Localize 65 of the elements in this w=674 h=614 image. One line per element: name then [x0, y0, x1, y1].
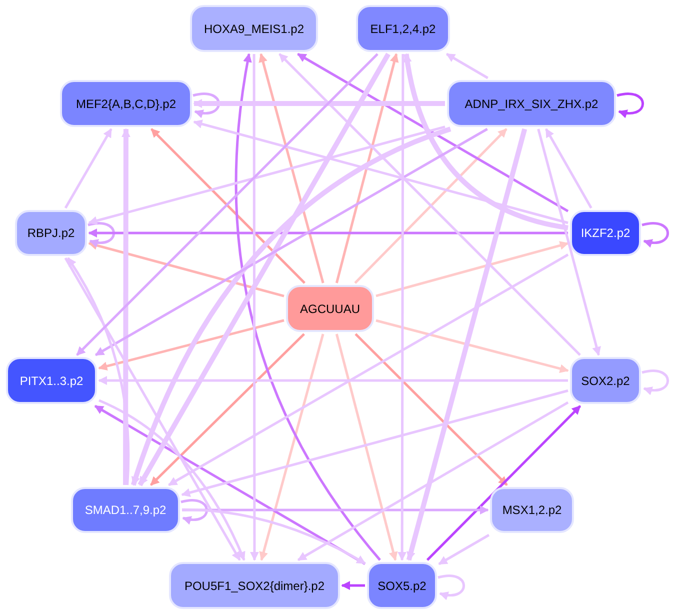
arrow: [398, 54, 407, 561]
node-box: SOX2.p2: [570, 357, 641, 404]
node-box: RBPJ.p2: [15, 210, 87, 256]
arrow: [341, 581, 365, 590]
arrow: [250, 54, 259, 561]
node-box: POU5F1_SOX2{dimer}.p2: [169, 562, 340, 609]
arrow: [94, 128, 488, 356]
arrow: [150, 333, 305, 486]
arrow: [642, 222, 669, 248]
arrow: [259, 334, 324, 561]
node-box: AGCUUAU: [286, 285, 374, 332]
arrow: [182, 508, 366, 564]
arrow: [98, 319, 284, 371]
arrow: [406, 128, 528, 561]
arrow: [168, 254, 569, 486]
arrow: [88, 126, 446, 225]
node-box: HOXA9_MEIS1.p2: [190, 5, 318, 52]
arrow: [192, 92, 220, 118]
arrow: [616, 92, 644, 118]
arrow: [354, 128, 508, 284]
arrow: [98, 376, 568, 385]
arrow: [234, 53, 381, 561]
arrow: [121, 128, 130, 485]
node-box: ELF1,2,4.p2: [356, 5, 450, 52]
node-box: MSX1,2.p2: [490, 487, 574, 533]
arrow: [354, 333, 508, 486]
arrow: [403, 53, 568, 230]
arrow: [98, 399, 246, 561]
arrow: [66, 257, 130, 486]
arrow: [438, 574, 465, 600]
node-box: IKZF2.p2: [570, 210, 641, 256]
arrow: [376, 241, 569, 298]
arrow: [426, 405, 582, 561]
arrow: [258, 53, 324, 284]
node-box: ADNP_IRX_SIX_ZHX.p2: [447, 80, 616, 127]
node-box: SOX5.p2: [367, 562, 437, 609]
arrow: [642, 370, 669, 395]
arrow: [180, 499, 208, 524]
node-box: PITX1..3.p2: [6, 357, 97, 404]
arrow: [88, 228, 568, 238]
arrow: [297, 52, 569, 212]
arrow: [182, 506, 489, 514]
node-box: MEF2{A,B,C,D}.p2: [60, 80, 192, 127]
arrow: [446, 52, 488, 80]
arrow: [376, 319, 569, 373]
arrow: [193, 120, 568, 224]
arrow: [64, 128, 112, 209]
arrow: [278, 53, 581, 356]
arrow: [150, 128, 306, 284]
arrow: [438, 534, 490, 566]
arrow: [88, 222, 115, 248]
arrow: [138, 52, 390, 486]
node-box: SMAD1..7,9.p2: [71, 487, 180, 533]
arrow: [335, 334, 398, 561]
arrow: [76, 53, 378, 356]
arrow: [130, 126, 452, 486]
arrow: [537, 128, 601, 356]
arrow: [94, 404, 366, 565]
arrow: [193, 99, 445, 108]
arrow: [64, 257, 241, 561]
arrow: [181, 389, 568, 497]
arrow: [297, 401, 569, 562]
arrow: [88, 241, 284, 298]
arrow: [544, 128, 592, 209]
arrow: [335, 53, 399, 284]
